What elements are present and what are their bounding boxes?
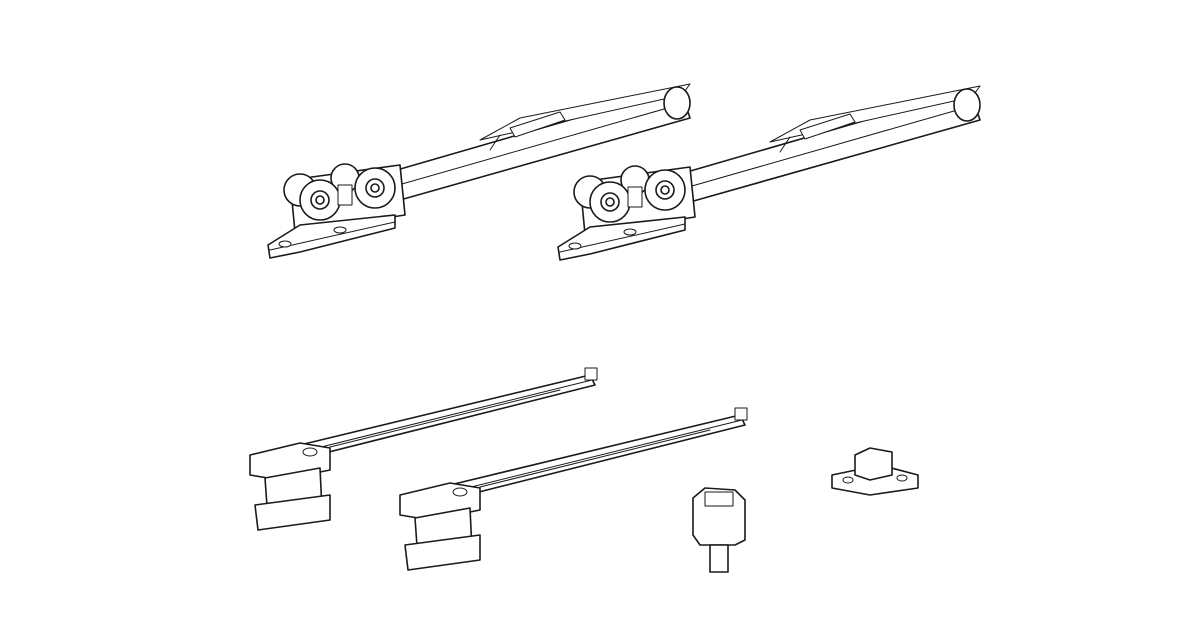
guide-arm-right [399, 407, 748, 571]
floor-guide [831, 447, 919, 496]
door-guide [692, 487, 746, 573]
